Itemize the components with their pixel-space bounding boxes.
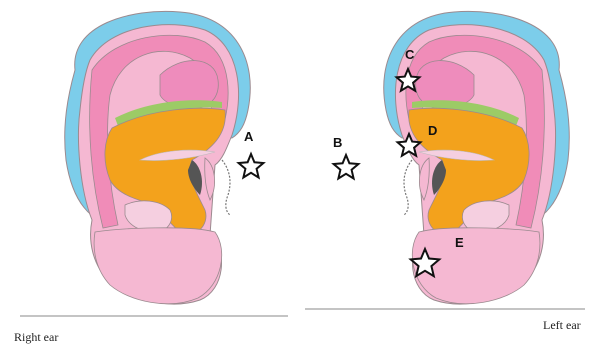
left-ear-tragus-dotted-line	[404, 160, 412, 215]
marker-d-label: D	[428, 123, 437, 138]
star-icon	[334, 155, 359, 179]
marker-b: B	[333, 135, 358, 179]
marker-c-label: C	[405, 47, 415, 62]
right-ear-lobule	[94, 228, 222, 304]
right-ear-tragus-dotted-line	[222, 160, 230, 215]
left-ear-caption: Left ear	[543, 318, 581, 333]
marker-e-label: E	[455, 235, 464, 250]
right-ear	[65, 11, 251, 304]
marker-a: A	[239, 129, 264, 178]
right-ear-caption: Right ear	[14, 330, 58, 345]
marker-b-label: B	[333, 135, 342, 150]
star-icon	[239, 154, 264, 178]
marker-a-label: A	[244, 129, 254, 144]
